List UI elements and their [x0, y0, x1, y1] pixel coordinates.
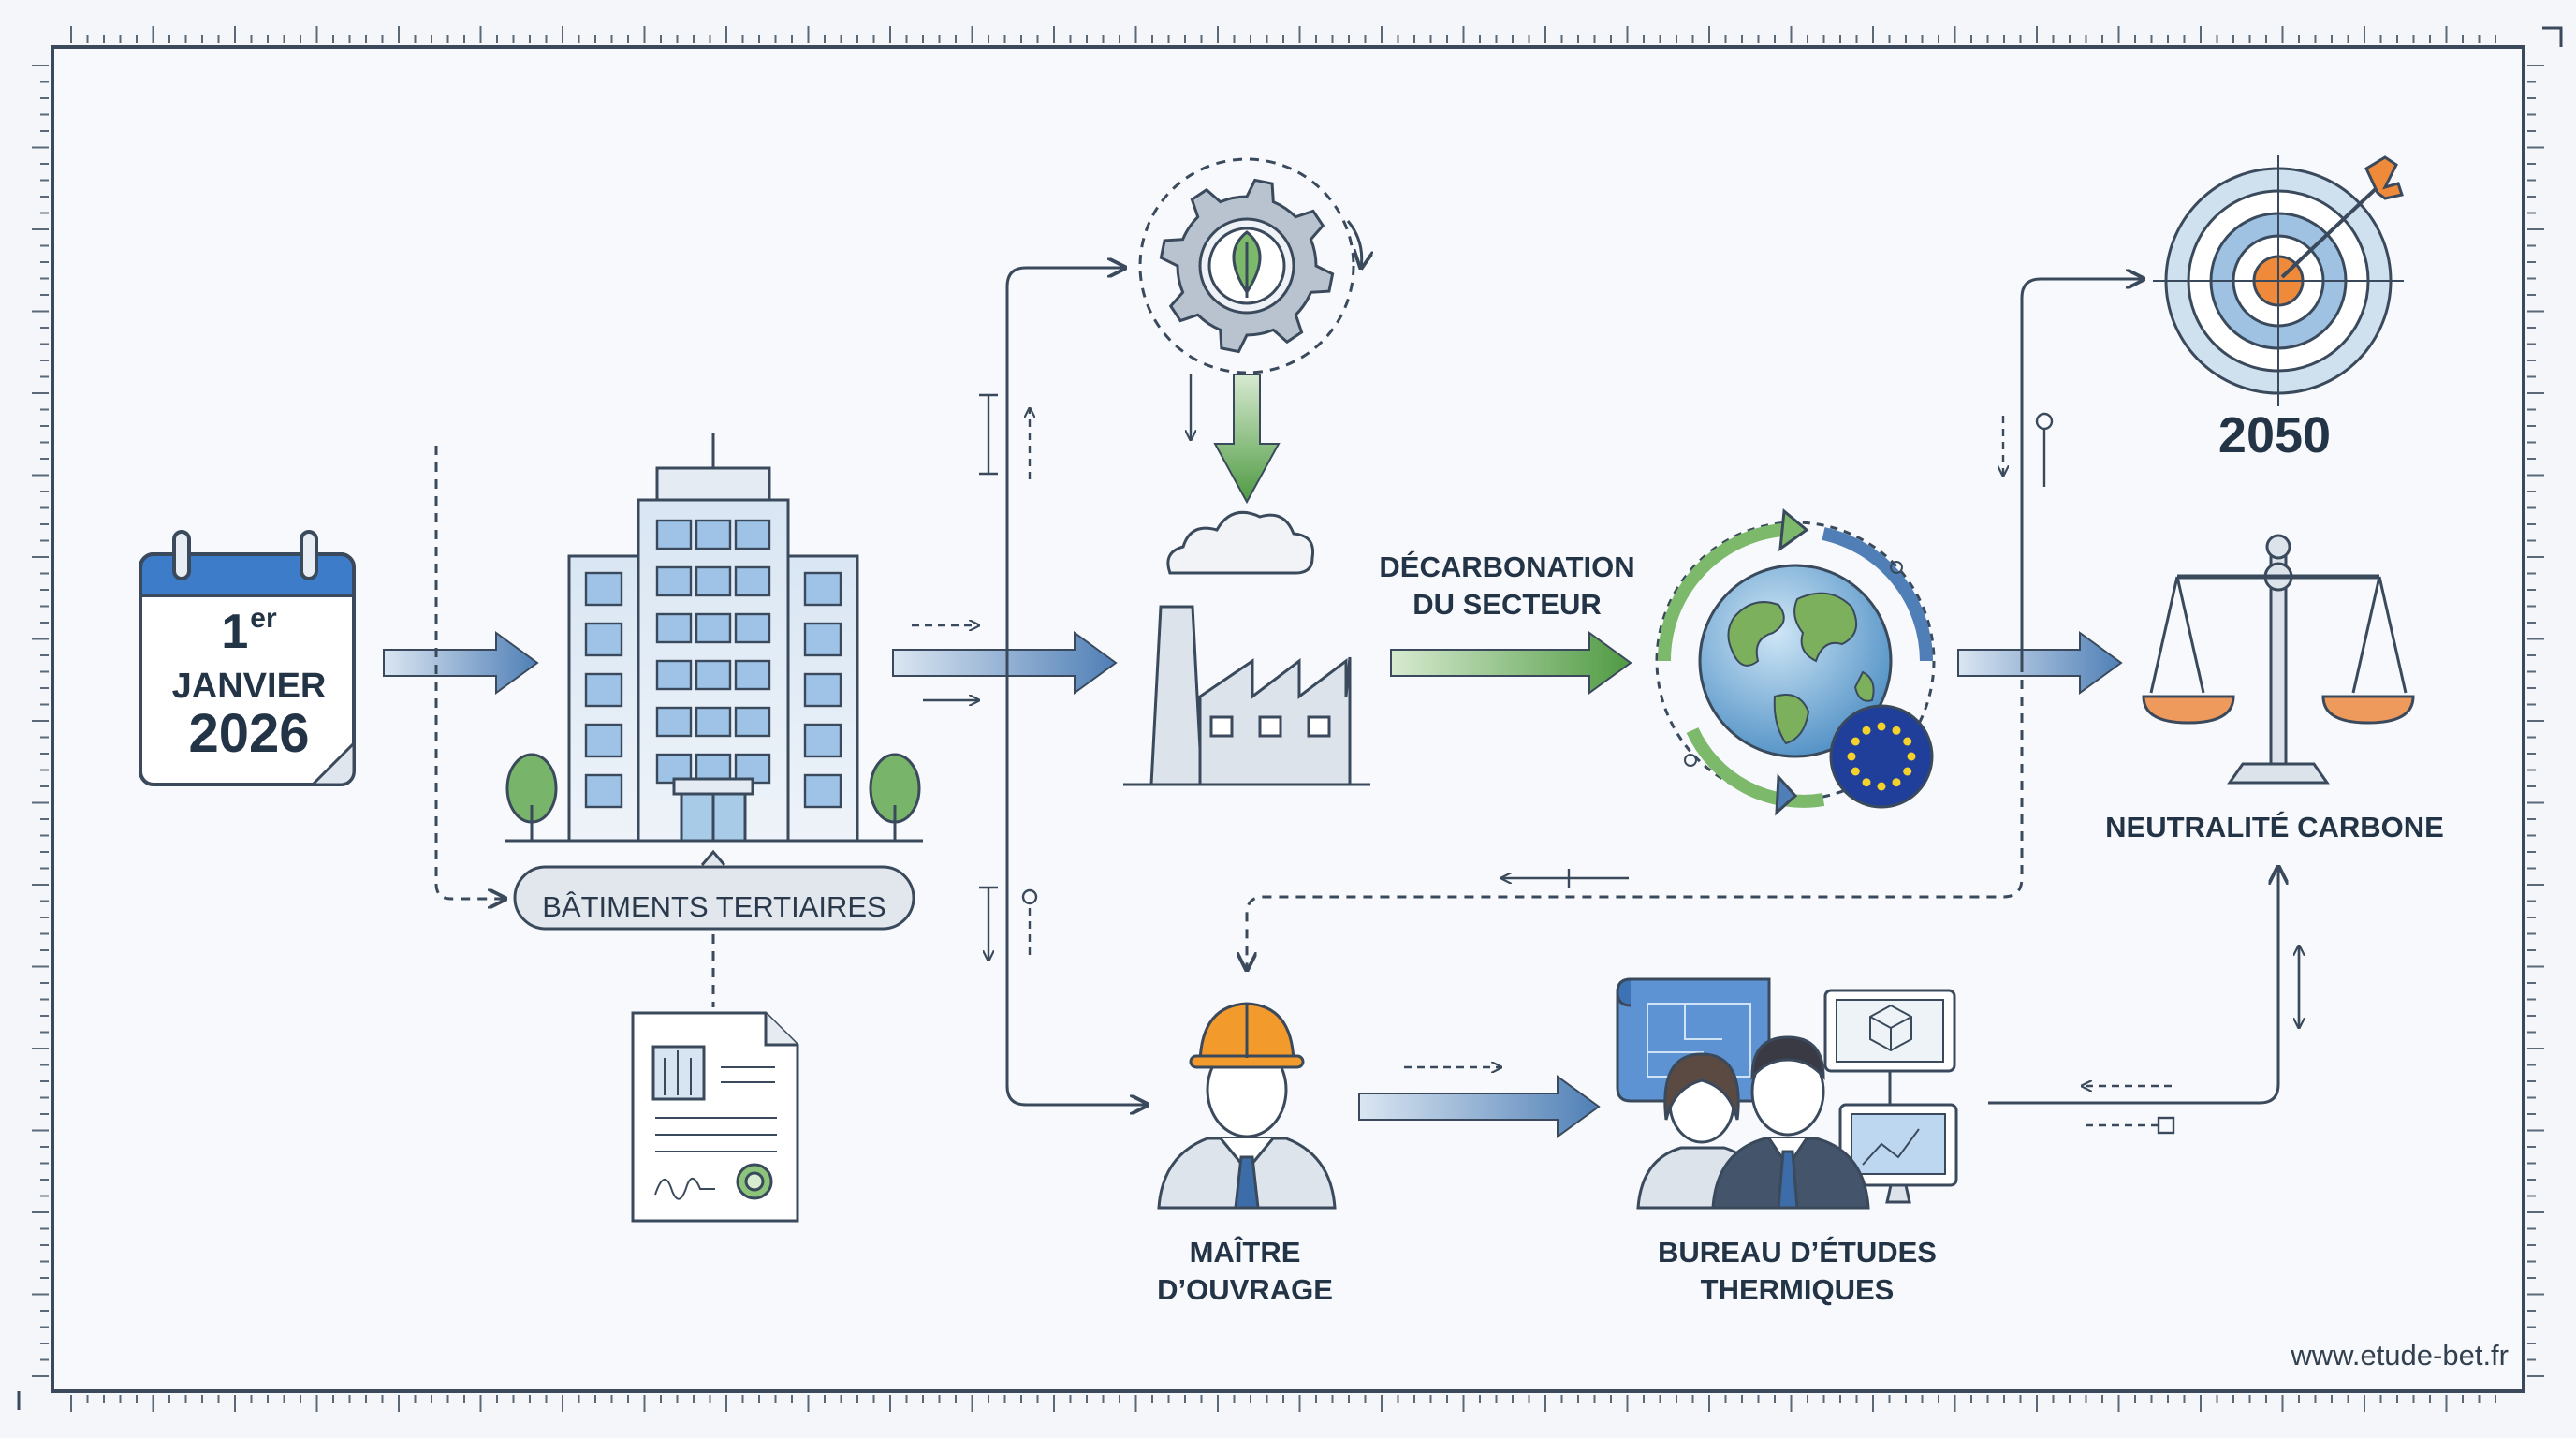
tree-icon [505, 753, 558, 841]
calendar-day-suffix: er [250, 603, 277, 634]
eu-star [1877, 722, 1886, 731]
eu-star [1907, 752, 1916, 761]
calendar-month: JANVIER [171, 667, 327, 706]
building-window [695, 706, 732, 738]
batiments-tertiaires-text: BÂTIMENTS TERTIAIRES [542, 890, 886, 923]
building-window [695, 565, 732, 597]
building-window [655, 612, 693, 644]
building-window [584, 571, 623, 607]
ruler-right [2527, 65, 2544, 1377]
building-window [803, 773, 842, 809]
building-window [734, 565, 771, 597]
building-window [803, 672, 842, 708]
factory-icon [1123, 510, 1370, 786]
eu-star [1877, 782, 1886, 791]
connector-lines [434, 268, 2278, 1105]
certificate-document-icon [631, 1011, 799, 1223]
calendar-icon [139, 530, 356, 786]
building-window [655, 565, 693, 597]
building-window [584, 672, 623, 708]
decarbonation-label: DÉCARBONATION DU SECTEUR [1339, 549, 1676, 624]
maitre-line-2: D’OUVRAGE [1157, 1273, 1333, 1306]
arrow-calendar-to-building [383, 631, 539, 695]
eu-star [1862, 778, 1871, 787]
eu-star [1903, 767, 1912, 776]
building-window [655, 519, 693, 550]
balance-scale-icon [2142, 534, 2415, 785]
eu-star [1862, 726, 1871, 735]
eu-star [1892, 778, 1901, 787]
building-window [584, 723, 623, 758]
arrow-maitre-to-bureau [1358, 1075, 1601, 1138]
gear-leaf-icon [1138, 157, 1362, 374]
maitre-ouvrage-label: MAÎTRE D’OUVRAGE [1105, 1234, 1385, 1309]
eu-star [1851, 737, 1860, 746]
tree-icon [869, 753, 921, 841]
building-window [734, 519, 771, 550]
arrow-building-to-factory [892, 631, 1118, 695]
arrow-gear-down [1213, 374, 1281, 505]
ruler-top [70, 26, 2496, 43]
eu-stars [1847, 722, 1916, 791]
corner-marks [17, 26, 2563, 1410]
decarbonation-line-2: DU SECTEUR [1412, 588, 1602, 621]
building-window [655, 706, 693, 738]
arrow-decarbonation [1390, 631, 1632, 695]
decarbonation-line-1: DÉCARBONATION [1379, 550, 1635, 583]
building-window [734, 706, 771, 738]
objective-year-label: 2050 [2217, 407, 2332, 463]
building-window [695, 659, 732, 691]
building-window [584, 622, 623, 657]
calendar-day: 1er [221, 603, 277, 659]
bureau-etudes-label: BUREAU D’ÉTUDES THERMIQUES [1610, 1234, 1984, 1309]
building-window [734, 612, 771, 644]
building-window [584, 773, 623, 809]
target-icon [2153, 155, 2404, 406]
maitre-line-1: MAÎTRE [1189, 1236, 1301, 1269]
building-window [803, 622, 842, 657]
eu-star [1892, 726, 1901, 735]
bureau-line-2: THERMIQUES [1700, 1273, 1895, 1306]
building-window [803, 723, 842, 758]
eu-star [1851, 767, 1860, 776]
maitre-ouvrage-icon [1157, 1002, 1337, 1210]
ruler-left [32, 65, 49, 1377]
annotation-arrows [912, 374, 2299, 1135]
eu-star [1847, 752, 1856, 761]
bureau-etudes-icon [1616, 977, 1958, 1210]
batiments-tag [513, 849, 915, 931]
website-link[interactable]: www.etude-bet.fr [2291, 1339, 2509, 1372]
batiments-tertiaires-label: BÂTIMENTS TERTIAIRES [515, 876, 914, 938]
building-window [803, 571, 842, 607]
building-window [695, 612, 732, 644]
calendar-year: 2026 [188, 703, 310, 764]
office-building-icon [505, 433, 923, 843]
eu-star [1903, 737, 1912, 746]
neutralite-carbone-label: NEUTRALITÉ CARBONE [2105, 811, 2444, 844]
arrow-globe-to-scale [1957, 631, 2123, 695]
ruler-bottom [70, 1395, 2496, 1412]
building-window [734, 659, 771, 691]
globe-cycle-icon [1655, 508, 1936, 816]
building-window [695, 519, 732, 550]
bureau-line-1: BUREAU D’ÉTUDES [1658, 1236, 1937, 1269]
building-window [655, 659, 693, 691]
